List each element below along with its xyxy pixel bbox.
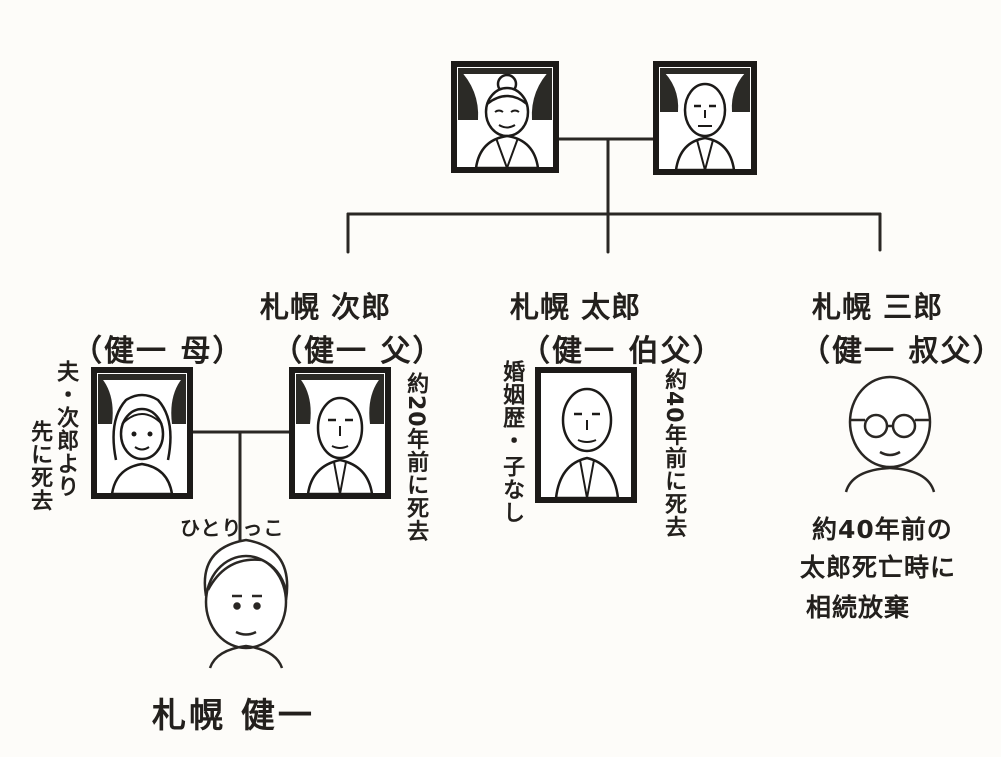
- kenichi-figure: [203, 538, 289, 669]
- taro-note-right: 約40年前に死去: [661, 368, 687, 539]
- grandmother-portrait: [451, 61, 559, 173]
- saburo-relation: （健一 叔父）: [800, 334, 1001, 369]
- taro-name: 札幌 太郎: [510, 290, 642, 324]
- mother-relation: （健一 母）: [72, 334, 245, 369]
- jiro-name: 札幌 次郎: [260, 290, 392, 324]
- jiro-relation: （健一 父）: [272, 334, 445, 369]
- mother-note-col1: 夫・次郎より: [53, 360, 79, 498]
- saburo-note-line3: 相続放棄: [806, 593, 911, 622]
- kenichi-name: 札幌 健一: [152, 696, 315, 736]
- taro-note-left-col1: 婚姻歴・: [499, 360, 525, 452]
- saburo-figure: [844, 375, 936, 493]
- taro-relation: （健一 伯父）: [520, 334, 725, 369]
- saburo-name: 札幌 三郎: [812, 290, 944, 324]
- kenichi-only-child-label: ひとりっこ: [180, 516, 285, 540]
- jiro-note: 約20年前に死去: [403, 372, 429, 543]
- jiro-portrait: [289, 367, 391, 499]
- saburo-note-line1: 約40年前の: [812, 515, 953, 544]
- saburo-note-line2: 太郎死亡時に: [800, 553, 957, 582]
- mother-note-col2: 先に死去: [27, 420, 53, 512]
- taro-portrait: [535, 367, 637, 503]
- taro-note-left-col2: 子なし: [499, 455, 525, 524]
- mother-portrait: [91, 367, 193, 499]
- grandfather-portrait: [653, 61, 757, 175]
